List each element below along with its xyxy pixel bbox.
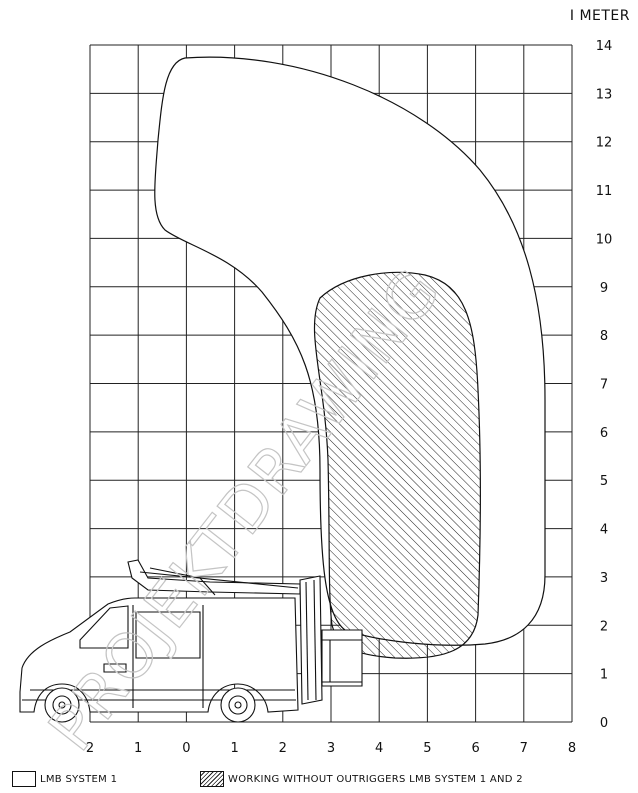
x-tick-label: 5 bbox=[423, 741, 431, 756]
y-tick-label: 6 bbox=[600, 426, 608, 441]
van-illustration bbox=[19, 559, 363, 723]
legend-hatched-label: WORKING WITHOUT OUTRIGGERS LMB SYSTEM 1 … bbox=[228, 773, 523, 785]
unit-label: I METER bbox=[569, 8, 630, 24]
x-tick-label: 6 bbox=[471, 741, 479, 756]
x-tick-label: 7 bbox=[520, 741, 528, 756]
y-tick-label: 7 bbox=[600, 378, 608, 393]
y-tick-label: 2 bbox=[600, 619, 608, 634]
y-tick-label: 13 bbox=[596, 87, 613, 102]
x-axis-ticks: 2 1 0 1 2 3 4 5 6 7 8 bbox=[86, 741, 576, 756]
y-tick-label: 1 bbox=[600, 668, 608, 683]
y-tick-label: 0 bbox=[600, 716, 608, 731]
x-tick-label: 8 bbox=[568, 741, 576, 756]
hatched-working-envelope bbox=[313, 271, 481, 659]
y-tick-label: 3 bbox=[600, 571, 608, 586]
y-tick-label: 11 bbox=[596, 184, 613, 199]
x-tick-label: 2 bbox=[86, 741, 94, 756]
y-tick-label: 5 bbox=[600, 474, 608, 489]
x-tick-label: 4 bbox=[375, 741, 383, 756]
y-tick-label: 10 bbox=[596, 232, 613, 247]
y-tick-label: 14 bbox=[596, 39, 613, 54]
x-tick-label: 3 bbox=[327, 741, 335, 756]
y-tick-label: 4 bbox=[600, 523, 608, 538]
x-tick-label: 1 bbox=[230, 741, 238, 756]
x-tick-label: 1 bbox=[134, 741, 142, 756]
legend-outline-label: LMB SYSTEM 1 bbox=[40, 773, 118, 785]
legend-outline: LMB SYSTEM 1 bbox=[12, 770, 117, 788]
y-tick-label: 8 bbox=[600, 329, 608, 344]
legend-outline-swatch bbox=[12, 771, 36, 787]
y-tick-label: 9 bbox=[600, 281, 608, 296]
x-tick-label: 2 bbox=[279, 741, 287, 756]
legend-hatched-swatch bbox=[200, 771, 224, 787]
legend-hatched: WORKING WITHOUT OUTRIGGERS LMB SYSTEM 1 … bbox=[200, 770, 523, 788]
x-tick-label: 0 bbox=[182, 741, 190, 756]
y-tick-label: 12 bbox=[596, 136, 613, 151]
